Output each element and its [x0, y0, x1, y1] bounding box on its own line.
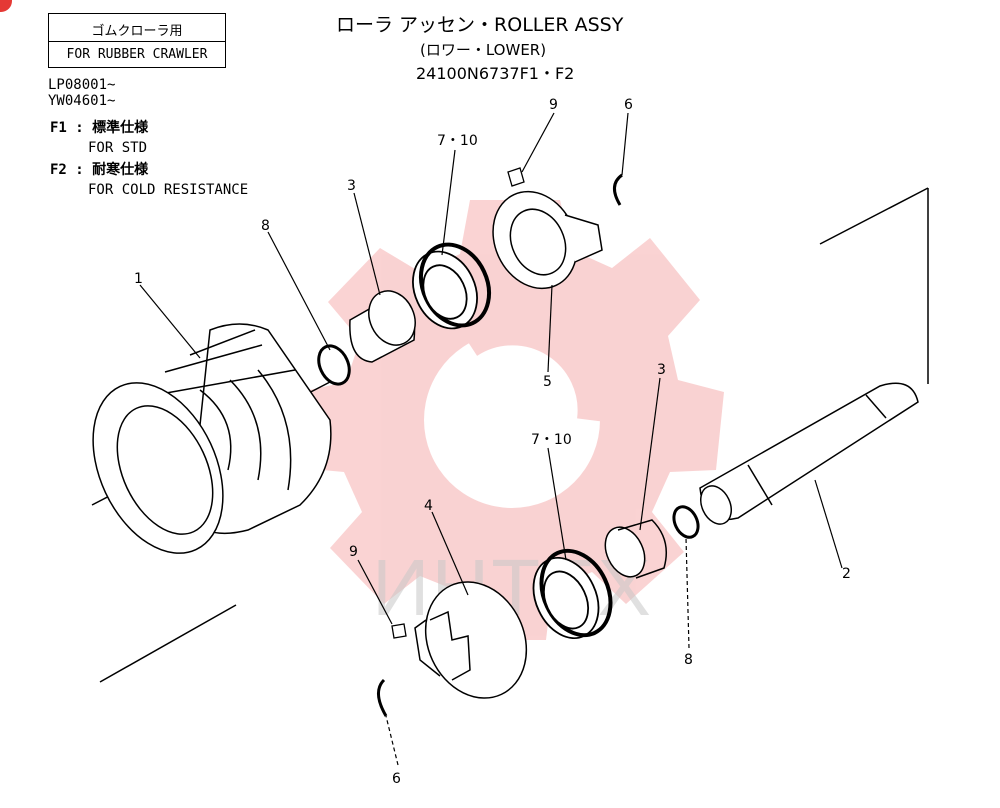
bushing-upper-flange	[368, 290, 416, 346]
roller-groove-3	[257, 369, 292, 491]
callout-1: 1	[134, 271, 143, 287]
seal-lower-inner	[542, 570, 590, 630]
roller-face-inner	[116, 405, 214, 535]
roller-body	[92, 323, 332, 554]
serial-range-2: YW04601~	[48, 93, 116, 109]
diagram-subtitle: (ロワー・LOWER)	[420, 41, 547, 59]
callout-7-10-upper: 7・10	[437, 133, 478, 149]
roller-groove-2	[229, 379, 262, 481]
seal-upper-inner	[422, 264, 468, 320]
callout-8-lower: 8	[684, 652, 693, 668]
floating-seal-upper	[412, 242, 492, 330]
shaft-body	[699, 382, 919, 521]
axis-line-left-bottom	[99, 604, 237, 683]
roller-flange-line-2	[164, 344, 263, 373]
f1-spec-label: F1 : 標準仕様	[50, 120, 149, 136]
collar-upper-lug	[564, 214, 603, 263]
callout-3-lower: 3	[657, 362, 666, 378]
bushing-upper	[349, 290, 416, 363]
watermark-gear-hole	[424, 332, 600, 508]
collar-upper	[492, 190, 603, 290]
watermark-gear-arc	[462, 319, 604, 422]
box-label-en: FOR RUBBER CRAWLER	[66, 47, 208, 62]
callout-8-upper: 8	[261, 218, 270, 234]
part-number: 24100N6737F1・F2	[416, 64, 575, 83]
collar-lower-lug	[414, 619, 441, 677]
leader-710-lower	[547, 447, 567, 561]
callout-6-lower: 6	[392, 771, 401, 787]
box-divider	[49, 41, 225, 42]
snap-ring-lower	[672, 505, 700, 539]
bushing-lower	[604, 519, 667, 579]
leader-8-upper	[267, 231, 331, 351]
roller-shaft	[699, 382, 919, 525]
collar-upper-inner	[509, 208, 567, 276]
leader-2	[814, 479, 843, 569]
pin-upper	[507, 167, 525, 187]
roller-flange-line-1	[189, 329, 256, 356]
leader-lines	[139, 112, 843, 766]
collar-lower	[414, 581, 528, 699]
shaft-end	[700, 485, 732, 525]
f2-spec-en: FOR COLD RESISTANCE	[88, 182, 249, 198]
leader-1	[139, 284, 201, 359]
collar-lower-outer	[424, 581, 528, 699]
leader-9-upper	[521, 112, 555, 173]
roller-flange-line-3	[154, 369, 296, 396]
callout-9-lower: 9	[349, 544, 358, 560]
leader-6-lower	[385, 715, 399, 766]
floating-seal-lower	[532, 548, 613, 640]
leader-5	[547, 284, 553, 373]
shaft-step-1	[747, 464, 773, 506]
leader-710-upper	[441, 149, 456, 256]
callout-6-upper: 6	[624, 97, 633, 113]
leader-8-lower	[685, 537, 690, 649]
leader-4	[431, 511, 469, 596]
diagram-title: ローラ アッセン・ROLLER ASSY	[336, 14, 624, 36]
bushing-lower-body	[617, 519, 667, 579]
clip-lower	[377, 678, 388, 717]
collar-lower-slots	[429, 610, 471, 681]
f2-spec-label: F2 : 耐寒仕様	[50, 162, 149, 178]
pin-lower	[391, 623, 407, 639]
leader-3-upper	[353, 192, 381, 296]
callout-5: 5	[543, 374, 552, 390]
shaft-step-2	[865, 394, 887, 419]
rubber-crawler-label-box: ゴムクローラ用 FOR RUBBER CRAWLER	[48, 13, 226, 68]
clip-upper	[613, 173, 623, 206]
roller-groove-1	[199, 389, 232, 471]
snap-ring-upper	[317, 344, 351, 386]
callout-9-upper: 9	[549, 97, 558, 113]
leader-9-lower	[357, 559, 393, 625]
box-label-jp: ゴムクローラ用	[91, 24, 183, 39]
callout-7-10-lower: 7・10	[531, 432, 572, 448]
f1-spec-en: FOR STD	[88, 140, 148, 156]
callout-4: 4	[424, 498, 433, 514]
bushing-lower-face	[604, 526, 646, 578]
callout-2: 2	[842, 566, 851, 582]
leader-6-upper	[621, 112, 629, 176]
serial-range-1: LP08001~	[48, 77, 116, 93]
axis-line-right-top	[819, 187, 929, 245]
leader-3-lower	[639, 377, 661, 531]
callout-3-upper: 3	[347, 178, 356, 194]
